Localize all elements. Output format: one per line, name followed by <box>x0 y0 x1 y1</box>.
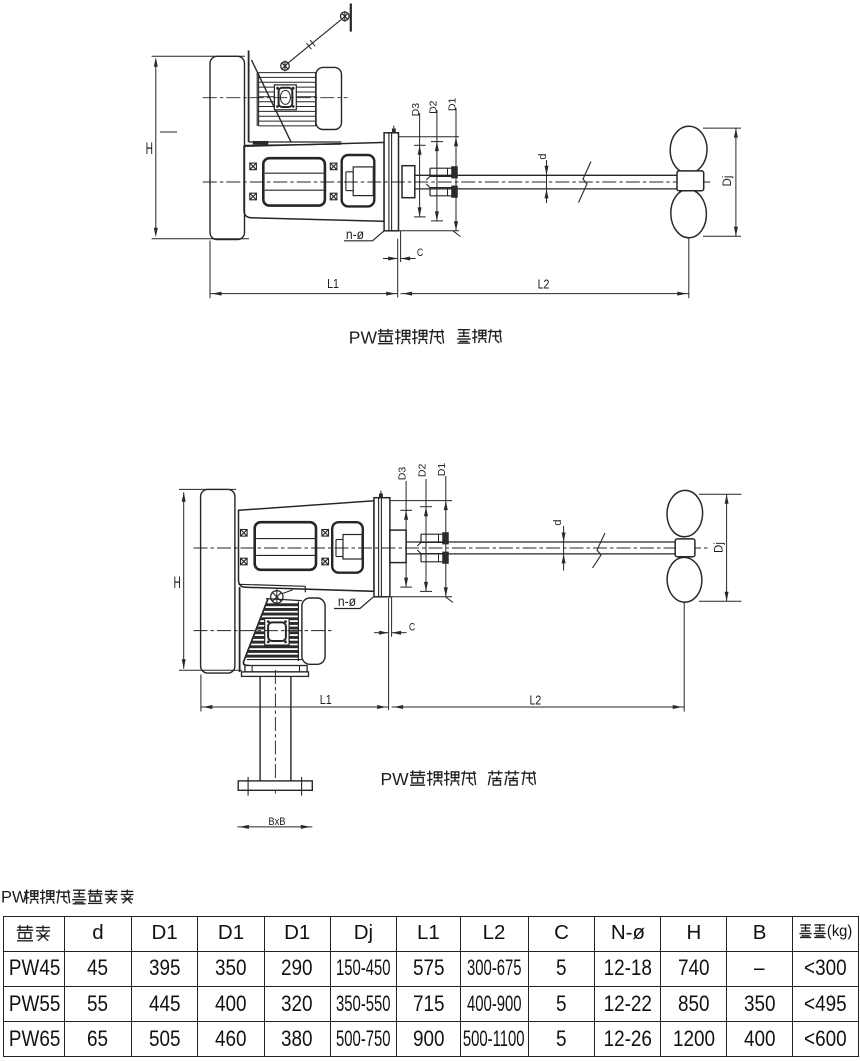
svg-text:C: C <box>417 247 423 259</box>
svg-text:PW: PW <box>349 327 378 347</box>
svg-text:D2: D2 <box>416 464 428 478</box>
svg-text:D1: D1 <box>446 98 458 112</box>
svg-text:PW: PW <box>381 769 410 789</box>
svg-text:Dj: Dj <box>722 176 734 187</box>
svg-text:L1: L1 <box>320 693 332 707</box>
svg-text:D3: D3 <box>397 467 409 481</box>
svg-text:H: H <box>146 138 153 157</box>
svg-text:D2: D2 <box>427 100 439 114</box>
svg-text:C: C <box>409 622 415 634</box>
svg-text:PW: PW <box>1 889 28 907</box>
svg-text:H: H <box>174 572 181 591</box>
svg-text:BxB: BxB <box>268 816 285 828</box>
svg-text:n-ø: n-ø <box>338 593 356 609</box>
svg-text:n-ø: n-ø <box>346 226 364 242</box>
svg-text:L2: L2 <box>529 694 541 708</box>
svg-text:Dj: Dj <box>714 542 726 553</box>
svg-text:d: d <box>552 519 564 525</box>
svg-text:D3: D3 <box>410 103 422 117</box>
svg-text:L1: L1 <box>327 277 339 291</box>
svg-text:D1: D1 <box>436 463 448 477</box>
svg-text:d: d <box>537 153 549 159</box>
svg-text:L2: L2 <box>538 278 550 292</box>
